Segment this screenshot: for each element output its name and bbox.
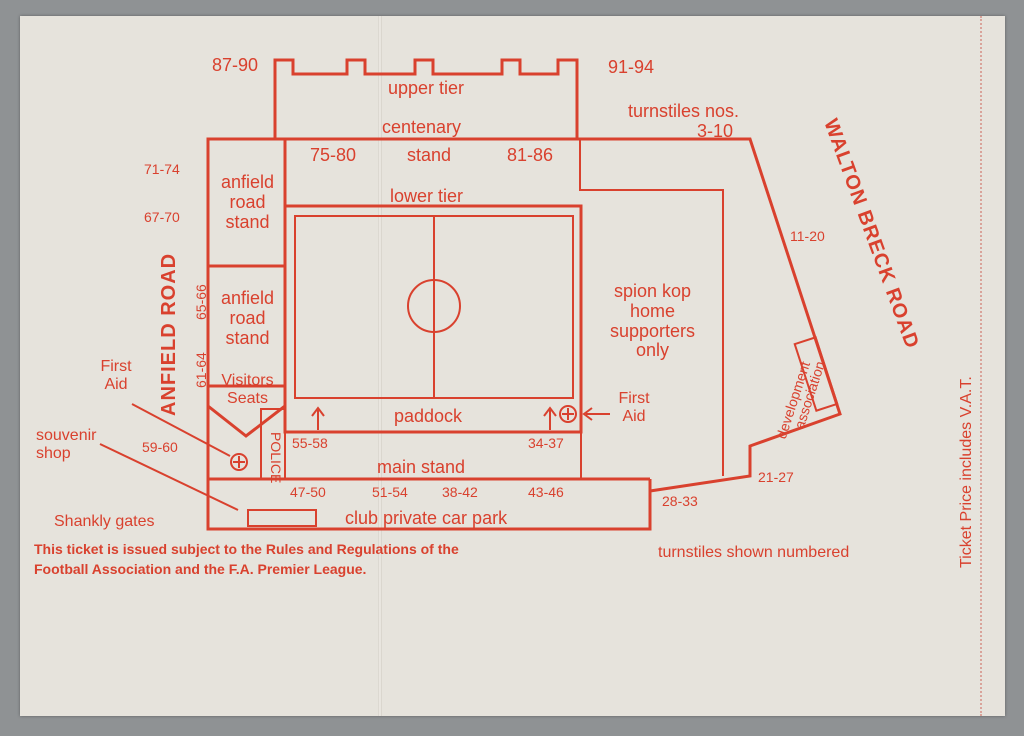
- arrow-34-37: [543, 406, 557, 430]
- paddock-line: [285, 431, 582, 479]
- turnstile-61-64: 61-64: [193, 352, 209, 388]
- spion-kop-outline: [579, 139, 724, 476]
- turnstile-38-42: 38-42: [442, 484, 478, 500]
- anfield-stand-lower-label: anfield road stand: [220, 288, 275, 348]
- anfield-road-stand-lower: [206, 264, 287, 388]
- label-centenary: centenary: [382, 117, 462, 137]
- arrow-55-58: [311, 406, 325, 430]
- visitors-seats-label: Visitors Seats: [221, 372, 274, 407]
- first-aid-right-label: First Aid: [618, 390, 650, 425]
- label-main-stand: main stand: [377, 457, 466, 477]
- car-park-band: [206, 479, 652, 531]
- label-turnstiles-shown: turnstiles shown numbered: [658, 544, 850, 561]
- turnstile-75-80: 75-80: [310, 145, 357, 165]
- turnstile-91-94: 91-94: [608, 57, 655, 77]
- label-souvenir-shop: souvenir shop: [36, 427, 97, 462]
- turnstile-71-74: 71-74: [144, 161, 180, 177]
- stadium-top-line: [208, 137, 842, 493]
- turnstile-21-27: 21-27: [758, 469, 794, 485]
- turnstile-87-90: 87-90: [212, 55, 259, 75]
- turnstile-55-58: 55-58: [292, 435, 328, 451]
- centre-circle: [407, 279, 461, 333]
- turnstile-65-66: 65-66: [193, 284, 209, 320]
- anfield-stand-upper-label: anfield road stand: [220, 172, 275, 232]
- street-anfield-road: ANFIELD ROAD: [158, 252, 180, 416]
- label-club-car-park: club private car park: [345, 508, 508, 528]
- development-box: [793, 336, 839, 412]
- fold-crease: [378, 16, 382, 716]
- turnstile-43-46: 43-46: [528, 484, 564, 500]
- pointer-first-aid-left: [131, 403, 231, 457]
- turnstile-34-37: 34-37: [528, 435, 564, 451]
- first-aid-cross-right: [559, 405, 577, 423]
- turnstile-47-50: 47-50: [290, 484, 326, 500]
- turnstile-59-60: 59-60: [142, 439, 178, 455]
- first-aid-left-label: First Aid: [100, 358, 132, 393]
- stadium-map: [99, 58, 842, 531]
- label-stand: stand: [407, 145, 452, 165]
- turnstile-28-33: 28-33: [662, 493, 698, 509]
- turnstile-81-86: 81-86: [507, 145, 554, 165]
- rules-line-2: Football Association and the F.A. Premie…: [34, 561, 367, 577]
- perforation-line: [980, 16, 985, 716]
- car-park-box: [247, 509, 317, 527]
- turnstile-67-70: 67-70: [144, 209, 180, 225]
- visitors-seats-outline: [206, 386, 287, 438]
- rules-line-1: This ticket is issued subject to the Rul…: [34, 541, 459, 557]
- first-aid-cross-left: [230, 453, 248, 471]
- label-turnstiles-nos: turnstiles nos.: [628, 101, 740, 121]
- pointer-souvenir: [99, 443, 239, 511]
- turnstile-51-54: 51-54: [372, 484, 408, 500]
- arrow-first-aid-right: [582, 407, 610, 421]
- centenary-stand-outline: [273, 58, 579, 139]
- spion-kop-label: spion kop home supporters only: [609, 281, 696, 361]
- ticket: 87-90 91-94 upper tier turnstiles nos. c…: [20, 16, 1005, 716]
- turnstile-11-20: 11-20: [790, 228, 825, 244]
- vat-note: Ticket Price includes V.A.T.: [958, 376, 975, 568]
- label-lower-tier: lower tier: [390, 186, 464, 206]
- turnstile-3-10: 3-10: [697, 121, 734, 141]
- label-police: POLICE: [268, 432, 284, 484]
- label-paddock: paddock: [394, 406, 463, 426]
- label-shankly-gates: Shankly gates: [54, 513, 155, 530]
- label-upper-tier: upper tier: [388, 78, 465, 98]
